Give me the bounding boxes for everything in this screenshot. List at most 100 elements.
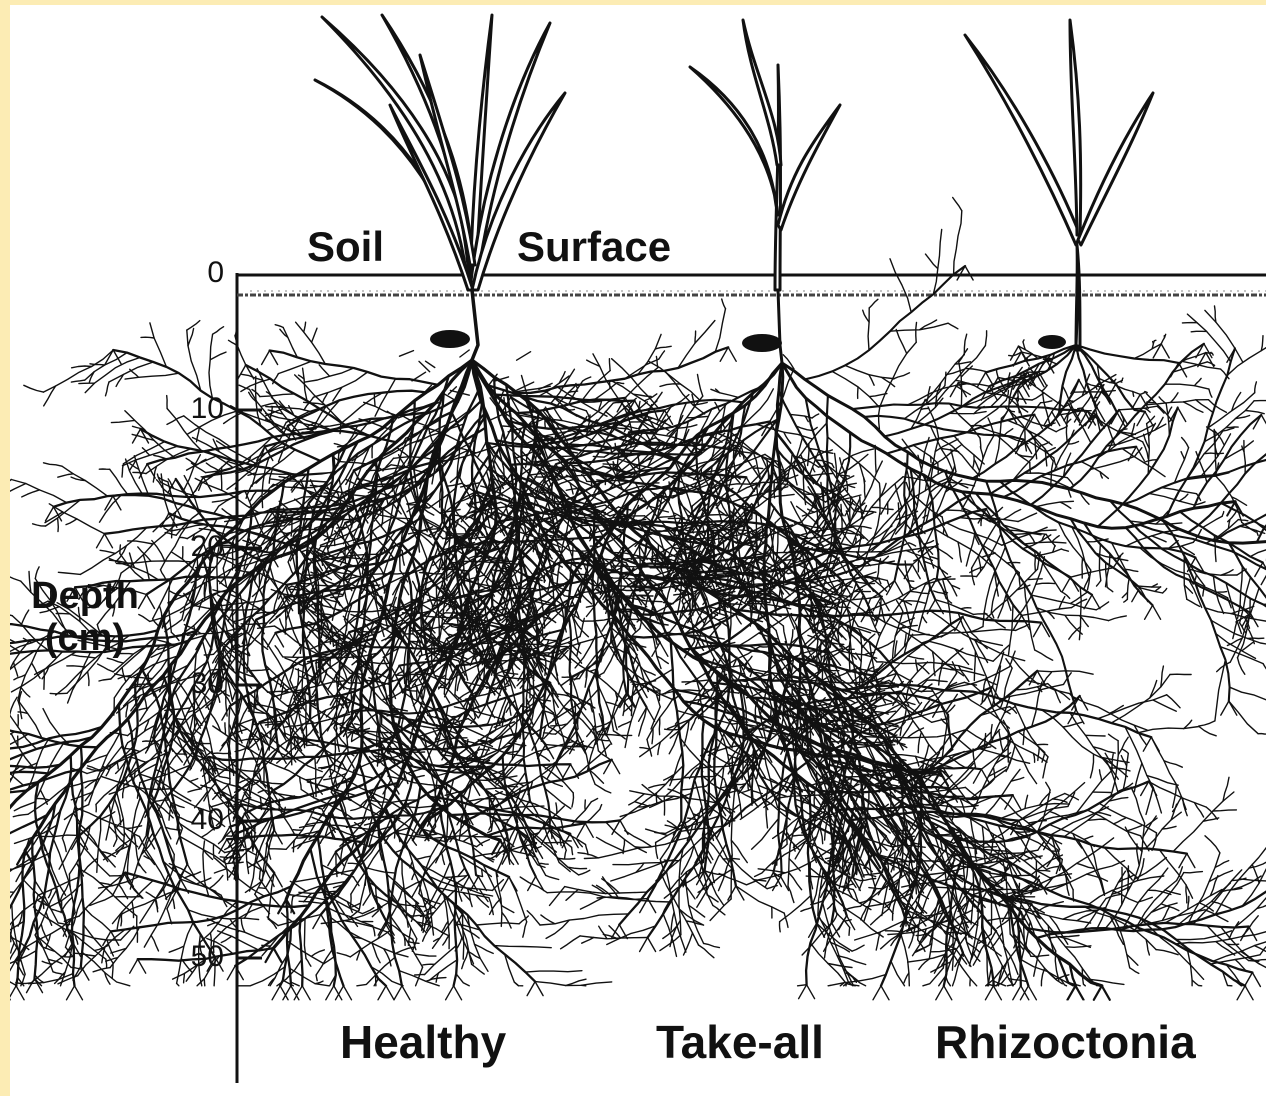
root-segment xyxy=(990,834,993,856)
root-segment xyxy=(316,950,332,975)
root-segment xyxy=(67,666,86,667)
root-segment xyxy=(167,909,172,924)
root-segment xyxy=(583,377,591,381)
root-segment xyxy=(1098,695,1167,719)
root-segment xyxy=(72,781,80,986)
root-segment xyxy=(1179,854,1187,868)
root-segment xyxy=(288,895,326,901)
root-segment xyxy=(11,943,14,953)
root-segment xyxy=(1143,737,1151,751)
root-segment xyxy=(98,664,114,672)
root-segment xyxy=(462,951,468,969)
root-segment xyxy=(250,492,256,502)
root-segment xyxy=(274,830,282,844)
root-segment xyxy=(890,791,891,812)
root-segment xyxy=(256,861,262,871)
root-segment xyxy=(1001,684,1064,699)
root-segment xyxy=(1183,798,1188,816)
root-segment xyxy=(904,973,909,983)
root-segment xyxy=(585,823,593,837)
root-segment xyxy=(828,903,834,909)
root-segment xyxy=(965,937,972,956)
root-segment xyxy=(206,463,219,471)
root-segment xyxy=(13,814,28,816)
root-segment xyxy=(799,985,807,999)
root-segment xyxy=(337,953,350,957)
root-segment xyxy=(139,464,147,478)
root-segment xyxy=(334,444,343,447)
root-segment xyxy=(22,490,40,497)
root-segment xyxy=(918,732,921,753)
root-segment xyxy=(303,368,307,401)
root-segment xyxy=(561,936,581,949)
root-systems xyxy=(10,198,1266,1000)
root-segment xyxy=(861,907,867,920)
root-segment xyxy=(908,656,924,659)
root-segment xyxy=(210,352,226,360)
root-segment xyxy=(572,793,574,807)
root-segment xyxy=(444,876,466,878)
root-segment xyxy=(580,897,604,909)
root-segment xyxy=(728,886,736,900)
root-segment xyxy=(1046,782,1050,790)
root-segment xyxy=(10,697,17,715)
root-segment xyxy=(612,760,620,774)
root-segment xyxy=(286,808,314,849)
root-segment xyxy=(249,669,269,670)
root-segment xyxy=(446,986,454,1000)
root-segment xyxy=(650,796,674,807)
root-segment xyxy=(710,899,731,921)
root-segment xyxy=(378,986,386,1000)
root-segment xyxy=(801,908,812,912)
root-segment xyxy=(699,945,714,958)
root-segment xyxy=(363,894,370,905)
root-segment xyxy=(310,485,320,486)
root-segment xyxy=(238,859,239,879)
root-segment xyxy=(58,923,70,925)
root-segment xyxy=(423,964,435,965)
root-segment xyxy=(1015,896,1034,897)
root-segment xyxy=(698,375,703,397)
root-segment xyxy=(24,385,44,392)
root-segment xyxy=(502,912,511,928)
root-segment xyxy=(835,619,877,662)
root-segment xyxy=(582,371,611,402)
seeds xyxy=(430,330,1066,352)
root-segment xyxy=(1109,734,1119,741)
root-segment xyxy=(165,619,182,631)
root-segment xyxy=(152,541,165,561)
root-segment xyxy=(659,351,665,359)
root-segment xyxy=(399,971,439,986)
root-segment xyxy=(331,596,343,598)
root-segment xyxy=(344,986,352,1000)
root-segment xyxy=(995,704,1011,714)
root-segment xyxy=(1010,651,1016,667)
root-segment xyxy=(14,802,35,811)
root-segment xyxy=(1027,579,1042,580)
root-segment xyxy=(970,638,1003,645)
root-segment xyxy=(111,931,119,945)
root-segment xyxy=(1213,810,1237,811)
root-segment xyxy=(326,986,334,1000)
root-segment xyxy=(722,299,726,309)
root-segment xyxy=(663,914,676,956)
rhizoctonia-seed xyxy=(1038,335,1066,349)
root-segment xyxy=(275,325,283,328)
root-segment xyxy=(755,704,756,721)
root-segment xyxy=(463,914,464,960)
root-segment xyxy=(558,858,575,859)
root-segment xyxy=(541,915,555,924)
root-segment xyxy=(875,446,876,474)
root-segment xyxy=(682,777,716,779)
root-segment xyxy=(68,652,91,703)
root-segment xyxy=(362,908,373,914)
root-segment xyxy=(415,954,436,956)
root-segment xyxy=(314,372,368,397)
root-segment xyxy=(617,383,624,384)
root-segment xyxy=(656,793,657,804)
root-segment xyxy=(161,570,166,579)
root-segment xyxy=(209,334,213,398)
root-segment xyxy=(10,737,92,782)
root-segment xyxy=(146,892,156,898)
root-segment xyxy=(656,843,658,859)
